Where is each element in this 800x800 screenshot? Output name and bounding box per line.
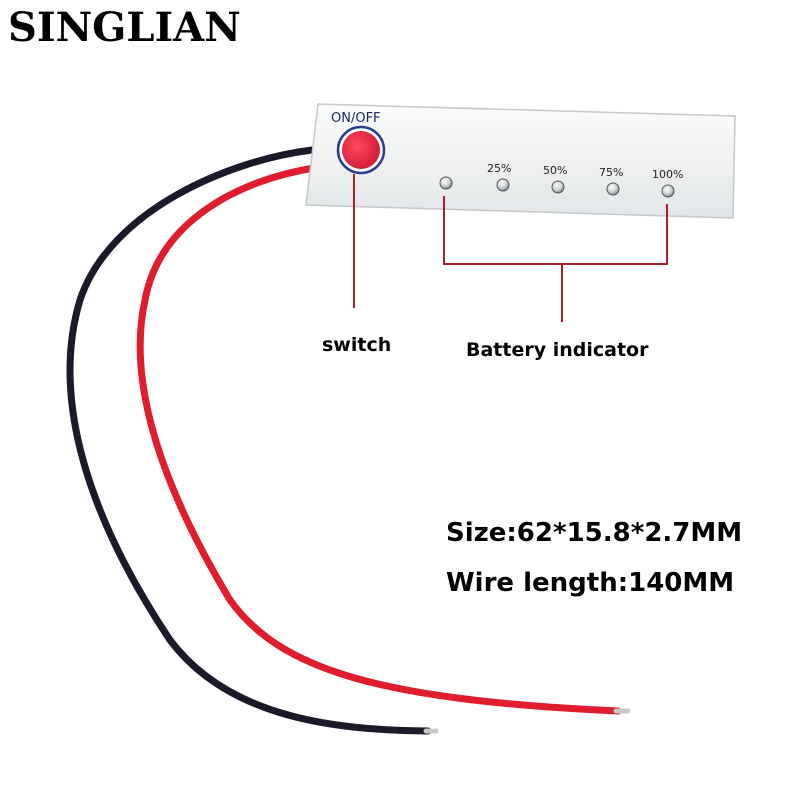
battery-indicator-callout-label: Battery indicator <box>466 339 649 361</box>
led-0 <box>439 176 453 190</box>
level-label-75: 75% <box>599 166 623 179</box>
brand-logo: SINGLIAN <box>8 4 241 51</box>
battery-callout-bracket <box>443 196 668 265</box>
wire-length-spec: Wire length:140MM <box>446 568 735 598</box>
level-label-100: 100% <box>652 168 683 181</box>
black-wire <box>66 146 432 735</box>
indicator-board <box>305 103 736 219</box>
red-wire <box>136 164 622 715</box>
led-75 <box>606 182 620 196</box>
size-spec: Size:62*15.8*2.7MM <box>446 518 743 548</box>
power-button-cap <box>342 131 380 169</box>
led-100 <box>661 184 675 198</box>
led-50 <box>551 180 565 194</box>
level-label-50: 50% <box>543 164 567 177</box>
led-25 <box>496 178 510 192</box>
level-label-25: 25% <box>487 162 511 175</box>
on-off-label: ON/OFF <box>331 111 381 126</box>
switch-callout-label: switch <box>322 334 392 356</box>
